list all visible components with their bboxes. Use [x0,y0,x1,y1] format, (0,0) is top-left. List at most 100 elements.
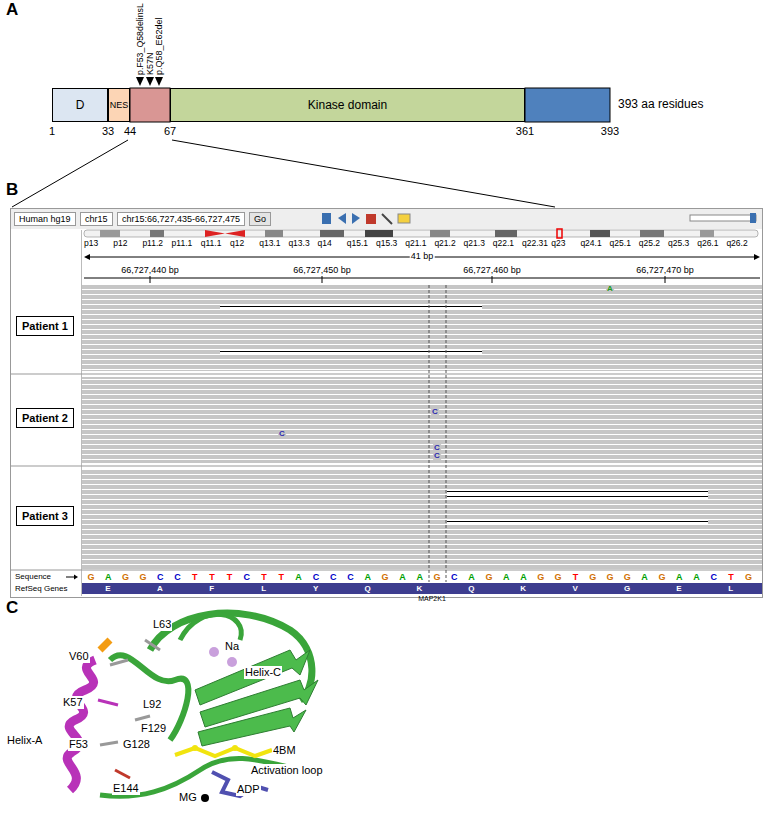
cytoband-label: q15.3 [376,239,397,249]
cytoband-label: q12 [230,239,244,249]
chromosome-field: chr15 [80,212,113,226]
amino-acid: E [676,583,681,594]
length-label: 393 aa residues [618,98,703,112]
cytoband-label: p12 [113,239,127,249]
patient-box: Patient 2 [16,408,74,428]
base-letter: T [192,572,198,582]
mismatch-base: C [433,444,441,452]
cytoband-label: q21.3 [464,239,485,249]
read-tracks [11,285,762,570]
node-text: Human hg19 [19,214,71,224]
base-letter: T [209,572,215,582]
residue-label: Helix-C [244,666,282,679]
residue-label: 4BM [272,744,297,757]
genome-field: Human hg19 [14,212,76,226]
coordinate-label: 66,727,450 bp [293,265,351,275]
base-letter: A [416,572,423,582]
node-text: chr15 [85,214,108,224]
cytoband-label: q14 [318,239,332,249]
node-text: Patient 2 [22,412,68,424]
base-letter: G [485,572,492,582]
domain-box: NES [108,88,130,122]
base-letter: A [399,572,406,582]
patient-box: Patient 3 [16,506,74,526]
residue-label: K57 [62,696,84,709]
base-letter: C [711,572,718,582]
ideogram [84,229,758,238]
cytoband-label: p11.1 [172,239,193,249]
base-letter: G [606,572,613,582]
strand-arrow [74,575,78,580]
residue-label: MG [178,791,198,804]
residue-label: F53 [68,738,89,751]
position-tick: 33 [102,125,114,138]
zoom-line [172,140,555,207]
base-letter: C [347,572,354,582]
coordinate-label: 66,727,460 bp [463,265,521,275]
base-letter: T [728,572,734,582]
node-text: Patient 1 [22,320,68,332]
position-tick: 361 [516,125,534,138]
cytoband-label: q13.3 [288,239,309,249]
residue-label: ADP [236,783,261,796]
amino-acid: G [624,583,630,594]
scale-label: 41 bp [410,251,435,261]
patient-box: Patient 1 [16,316,74,336]
cytoband-label: q21.1 [405,239,426,249]
residue-label: L92 [142,698,162,711]
domain-region [525,88,610,122]
guide-line [429,285,430,582]
cytoband-label: q22.1 [493,239,514,249]
base-letter: G [433,572,440,582]
base-letter: A [468,572,475,582]
residue-label: G128 [122,738,151,751]
base-letter: C [174,572,181,582]
deletion-gaps [220,304,708,524]
base-letter: G [122,572,129,582]
mismatch-base: A [606,285,614,293]
domain-region [130,88,170,122]
residue-label: F129 [140,722,167,735]
node-text: NES [110,100,129,110]
base-letter: G [382,572,389,582]
base-letter: G [745,572,752,582]
gene-name: MAP2K1 [418,595,446,603]
amino-acid: Q [468,583,474,594]
amino-acid: V [572,583,577,594]
guide-line [446,285,447,582]
cytoband-label: q15.1 [347,239,368,249]
residue-label: Activation loop [250,764,324,777]
domain-box: D [52,88,108,122]
amino-acid: A [157,583,163,594]
residue-label: E144 [112,782,140,795]
node-text: chr15:66,727,435-66,727,475 [122,214,240,224]
cytoband-label: q25.1 [610,239,631,249]
base-letter: A [520,572,527,582]
mutation-label: p.Q58_E62del [154,17,164,75]
mutation-arrow [155,77,163,86]
base-letter: T [279,572,285,582]
locus-field: chr15:66,727,435-66,727,475 [117,212,245,226]
base-letter: C [157,572,164,582]
cytoband-label: p11.2 [142,239,163,249]
base-letter: G [658,572,665,582]
cytoband-label: q24.1 [580,239,601,249]
mutation-label: p.F53_Q58delinsL [135,3,145,75]
cytoband-label: q26.1 [697,239,718,249]
amino-acid: Y [313,583,318,594]
base-letter: G [589,572,596,582]
residue-label: V60 [68,650,90,663]
base-letter: G [555,572,562,582]
node-text: Kinase domain [308,98,387,112]
cytoband-label: p13 [84,239,98,249]
mismatch-base: C [278,430,286,438]
amino-acid: L [728,583,733,594]
base-letter: A [693,572,700,582]
base-letter: C [313,572,320,582]
zoom-line [12,140,128,207]
amino-acid: L [261,583,266,594]
go-button: Go [249,212,271,226]
position-tick: 44 [124,125,136,138]
cytoband-label: q25.3 [668,239,689,249]
